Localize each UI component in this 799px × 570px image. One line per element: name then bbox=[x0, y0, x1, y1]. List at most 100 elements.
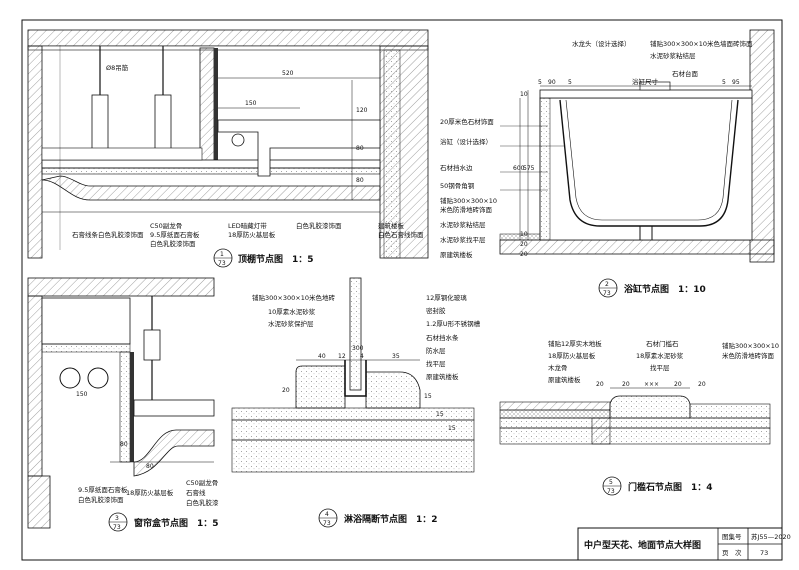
d1-dim-520: 520 bbox=[282, 70, 294, 77]
d3-dim-150: 150 bbox=[76, 391, 88, 398]
d4-label-stone-strip: 石材挡水条 bbox=[426, 333, 459, 342]
d5-dim-20d: 20 bbox=[698, 381, 706, 388]
d2-label-screed: 水泥砂浆找平层 bbox=[440, 235, 486, 244]
d2-dim-95: 95 bbox=[732, 79, 740, 86]
d5-label-tile-a: 铺贴300×300×10 bbox=[722, 341, 779, 350]
d1-label-hanger: Ø8吊筋 bbox=[106, 63, 129, 72]
detail-5-threshold bbox=[499, 387, 771, 445]
d4-number: 4 bbox=[325, 511, 329, 518]
d3-label-paint: 白色乳胶漆饰面 bbox=[78, 495, 124, 504]
d1-ref: 73 bbox=[218, 260, 226, 267]
d1-dim-80b: 80 bbox=[356, 177, 364, 184]
d5-dim-20c: 20 bbox=[674, 381, 682, 388]
d4-dim-15b: 15 bbox=[436, 411, 444, 418]
detail-3-curtain-box bbox=[27, 277, 215, 529]
d2-dim-600: 600 bbox=[513, 165, 525, 172]
d1-label-led: LED暗藏灯带 bbox=[228, 221, 267, 230]
d3-dim-80b: 80 bbox=[146, 463, 154, 470]
d2-dim-20a: 20 bbox=[520, 241, 528, 248]
d2-label-bond-2: 水泥砂浆粘结层 bbox=[440, 220, 486, 229]
d2-label-slab: 原建筑楼板 bbox=[440, 250, 473, 259]
d2-label-faucet: 水龙头（设计选择） bbox=[572, 39, 631, 48]
detail-2-bathtub bbox=[499, 29, 775, 263]
d2-label-stone-top: 石材台面 bbox=[672, 69, 699, 78]
d2-label-angle: 50钢骨角钢 bbox=[440, 181, 475, 190]
d1-number: 1 bbox=[220, 251, 224, 258]
d1-label-slab: 建筑楼板 bbox=[378, 221, 405, 230]
d1-dim-150: 150 bbox=[245, 100, 257, 107]
detail-1-ceiling bbox=[27, 29, 429, 259]
detail-4-texts: 铺贴300×300×10米色地砖 10厚素水泥砂浆 水泥砂浆保护层 12厚钢化玻… bbox=[252, 293, 481, 528]
d4-label-mortar: 10厚素水泥砂浆 bbox=[268, 307, 316, 316]
detail-4-shower bbox=[231, 277, 475, 473]
d3-label-paint-2: 白色乳胶漆 bbox=[186, 498, 219, 507]
d4-dim-4: 4 bbox=[360, 353, 364, 360]
d4-dim-300: 300 bbox=[352, 345, 364, 352]
d2-title: 浴缸节点图 1：10 bbox=[624, 283, 706, 295]
d2-label-tile-b: 米色防滑地砖饰面 bbox=[440, 205, 493, 214]
d1-label-paint-a: 白色乳胶漆饰面 bbox=[150, 239, 196, 248]
detail-3-texts: 150 80 80 9.5厚纸面石膏板 白色乳胶漆饰面 18厚防火基层板 C50… bbox=[76, 391, 219, 532]
d5-title: 门槛石节点图 1：4 bbox=[628, 481, 713, 493]
d2-dim-5b: 5 bbox=[568, 79, 572, 86]
d1-label-paint-b: 白色乳胶漆饰面 bbox=[296, 221, 342, 230]
d5-label-joist: 木龙骨 bbox=[548, 363, 568, 372]
atlas-label: 图集号 bbox=[722, 532, 742, 541]
d2-dim-575: 575 bbox=[523, 165, 535, 172]
d1-label-cornice: 石膏线条白色乳胶漆饰面 bbox=[72, 230, 144, 239]
d3-label-c50: C50副龙骨 bbox=[186, 478, 218, 487]
page-label: 页 次 bbox=[722, 548, 742, 557]
d4-label-protect: 水泥砂浆保护层 bbox=[268, 319, 314, 328]
d5-label-tile-b: 米色防滑地砖饰面 bbox=[722, 351, 775, 360]
d5-label-fireboard: 18厚防火基层板 bbox=[548, 351, 596, 360]
d4-label-slab: 原建筑楼板 bbox=[426, 372, 459, 381]
d5-label-stone: 石材门槛石 bbox=[646, 339, 679, 348]
sheet-border bbox=[21, 19, 783, 561]
d3-label-gypsum: 9.5厚纸面石膏板 bbox=[78, 485, 128, 494]
d1-title: 顶棚节点图 1：5 bbox=[238, 253, 314, 265]
d1-dim-120: 120 bbox=[356, 107, 368, 114]
d5-number: 5 bbox=[609, 479, 613, 486]
d4-dim-15c: 15 bbox=[448, 425, 456, 432]
d2-dim-tub: 浴缸尺寸 bbox=[632, 77, 659, 86]
d3-ref: 73 bbox=[113, 524, 121, 531]
d4-dim-15a: 15 bbox=[424, 393, 432, 400]
d5-label-mortar: 18厚素水泥砂浆 bbox=[636, 351, 684, 360]
d4-label-screed: 找平层 bbox=[426, 359, 446, 368]
d3-number: 3 bbox=[115, 515, 119, 522]
d5-label-wood: 铺贴12厚实木地板 bbox=[548, 339, 602, 348]
d3-label-fireboard: 18厚防火基层板 bbox=[126, 488, 174, 497]
d2-label-wall-tile: 铺贴300×300×10米色墙面砖饰面 bbox=[650, 39, 753, 48]
d2-label-stone-edge: 石材挡水边 bbox=[440, 163, 473, 172]
d4-dim-20: 20 bbox=[282, 387, 290, 394]
drawing-title: 中户型天花、地面节点大样图 bbox=[584, 539, 701, 551]
page-value: 73 bbox=[760, 549, 768, 557]
d4-label-waterproof: 防水层 bbox=[426, 346, 446, 355]
d1-label-cornice-white: 白色石膏线饰面 bbox=[378, 230, 424, 239]
d2-dim-90: 90 bbox=[548, 79, 556, 86]
d4-label-tile: 铺贴300×300×10米色地砖 bbox=[252, 293, 335, 302]
d5-label-screed: 找平层 bbox=[650, 363, 670, 372]
d4-dim-12: 12 bbox=[338, 353, 346, 360]
d5-dim-x: ××× bbox=[644, 381, 659, 388]
d4-label-channel: 1.2厚U形不锈钢槽 bbox=[426, 319, 481, 328]
d2-dim-10a: 10 bbox=[520, 91, 528, 98]
d2-ref: 73 bbox=[603, 290, 611, 297]
d5-dim-20a: 20 bbox=[596, 381, 604, 388]
d4-title: 淋浴隔断节点图 1：2 bbox=[344, 513, 438, 525]
d3-title: 窗帘盒节点图 1：5 bbox=[134, 517, 219, 529]
d5-dim-20b: 20 bbox=[622, 381, 630, 388]
d2-number: 2 bbox=[605, 281, 609, 288]
d2-label-tub: 浴缸（设计选择） bbox=[440, 137, 492, 146]
d2-label-stone-face: 20厚米色石材饰面 bbox=[440, 117, 494, 126]
d2-label-tile-a: 铺贴300×300×10 bbox=[440, 196, 497, 205]
d2-dim-5c: 5 bbox=[722, 79, 726, 86]
d4-dim-35: 35 bbox=[392, 353, 400, 360]
d2-dim-10b: 10 bbox=[520, 231, 528, 238]
detail-2-texts: 水龙头（设计选择） 铺贴300×300×10米色墙面砖饰面 水泥砂浆粘结层 石材… bbox=[440, 39, 753, 298]
d1-label-gypsum: 9.5厚纸面石膏板 bbox=[150, 230, 200, 239]
d1-label-fireboard: 18厚防火基层板 bbox=[228, 230, 276, 239]
d5-label-slab: 原建筑楼板 bbox=[548, 375, 581, 384]
